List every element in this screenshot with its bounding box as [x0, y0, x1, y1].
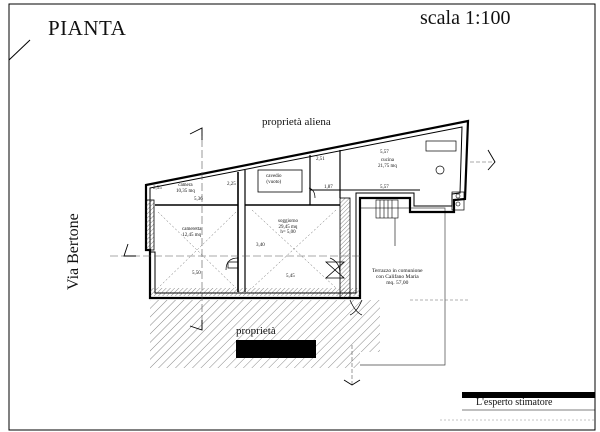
- fixture: [451, 191, 465, 211]
- terrace-boundary: [360, 207, 446, 366]
- inner-wall: [149, 126, 463, 294]
- scale-label: scala 1:100: [420, 7, 511, 29]
- signature-redaction: [462, 392, 595, 398]
- neighbor-hatch-area: [150, 300, 380, 368]
- signature-caption: L'esperto stimatore: [476, 397, 553, 408]
- bottom-property-label: proprietà: [236, 325, 276, 337]
- dimension-label: 2,51: [316, 157, 325, 162]
- sink: [435, 165, 445, 175]
- dimension-label: 5,45: [286, 274, 295, 279]
- dimension-label: 5,57: [380, 150, 389, 155]
- door-swings: [225, 187, 363, 316]
- dimension-label: 5,50: [192, 271, 201, 276]
- dimension-label: 1,87: [324, 185, 333, 190]
- kitchen-counter: [425, 140, 457, 152]
- redaction-bar: [236, 340, 316, 358]
- neighbor-property-label: proprietà aliena: [262, 116, 331, 128]
- room-diagonals: [157, 209, 337, 289]
- frame-corner-line: [8, 39, 31, 61]
- page-title: PIANTA: [48, 16, 127, 40]
- wall-segment: [150, 288, 360, 296]
- dimension-label: 3,40: [256, 243, 265, 248]
- sheet-frame: [8, 3, 596, 431]
- fireplace-symbol: [324, 261, 346, 279]
- cavedio-outline: [257, 169, 303, 193]
- wall-segment: [339, 197, 351, 299]
- dimension-label: 5,57: [380, 185, 389, 190]
- wall-segment: [145, 199, 155, 251]
- room-label-cavedio: cavedio(vuoto): [266, 174, 282, 185]
- dimension-label: 2,25: [227, 182, 236, 187]
- dimension-label: 2,55: [153, 186, 162, 191]
- dimension-label: 5,36: [194, 197, 203, 202]
- stairs: [375, 199, 399, 246]
- street-label: Via Bertone: [65, 213, 82, 290]
